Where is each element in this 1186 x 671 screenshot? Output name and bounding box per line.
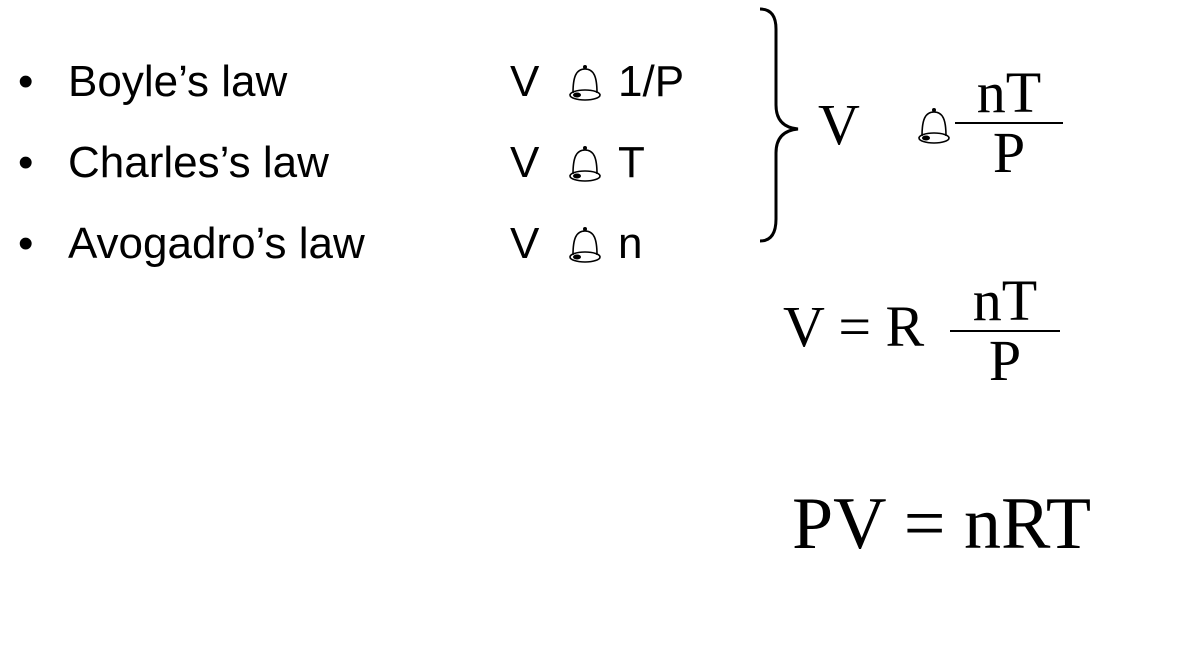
numerator: nT [955,64,1063,124]
proportional-bell-icon [912,106,958,146]
bullet: • [18,219,34,268]
denominator: P [992,120,1026,185]
right-brace [759,7,799,243]
law-boyle: • Boyle’s law V 1/P [18,57,684,107]
ideal-gas-law: PV = nRT [792,483,1092,565]
bullet: • [18,57,34,106]
bullet: • [18,138,34,187]
equation-fraction: nT P [950,272,1060,390]
law-rhs: T [618,138,645,187]
law-lhs: V [510,138,540,187]
law-avogadro: • Avogadro’s law V n [18,219,642,269]
law-lhs: V [510,219,540,268]
law-rhs: n [618,219,643,268]
law-name: Charles’s law [68,138,329,187]
proportional-bell-icon [563,63,609,103]
proportional-bell-icon [563,144,609,184]
law-charles: • Charles’s law V T [18,138,645,188]
combined-fraction: nT P [955,64,1063,182]
law-rhs: 1/P [618,57,685,106]
denominator: P [988,328,1022,393]
law-name: Avogadro’s law [68,219,365,268]
combined-lhs: V [818,92,860,157]
numerator: nT [950,272,1060,332]
proportional-bell-icon [563,225,609,265]
law-name: Boyle’s law [68,57,288,106]
equation-lhs: V = R [783,294,925,359]
law-lhs: V [510,57,540,106]
